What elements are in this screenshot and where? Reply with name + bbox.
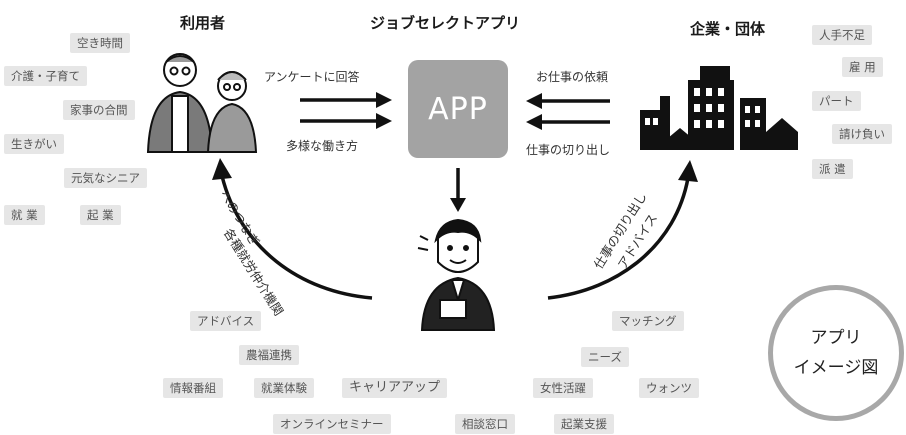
flow-label-survey: アンケートに回答 (264, 70, 360, 84)
bottom-tag-consult-window: 相談窓口 (455, 414, 515, 434)
bottom-tag-wants: ウォンツ (639, 378, 699, 398)
bottom-tag-info-program: 情報番組 (163, 378, 223, 398)
company-buildings-illustration (640, 66, 798, 150)
flow-label-diverse-work: 多様な働き方 (286, 139, 359, 153)
app-image-badge: アプリ イメージ図 (768, 285, 904, 421)
user-tag-free-time: 空き時間 (70, 33, 130, 53)
companies-heading: 企業・団体 (690, 20, 766, 38)
app-box-label: APP (428, 91, 488, 127)
app-to-advisor-arrow (450, 168, 466, 212)
bottom-tag-work-experience: 就業体験 (254, 378, 314, 398)
bottom-tag-advice: アドバイス (190, 311, 262, 331)
bottom-tag-startup-support: 起業支援 (554, 414, 614, 434)
user-tag-care-childcare: 介護・子育て (4, 66, 87, 86)
elderly-couple-illustration (146, 53, 258, 153)
app-heading: ジョブセレクトアプリ (370, 14, 521, 32)
advisor-illustration (417, 218, 496, 331)
company-tag-contract: 請け負い (832, 124, 892, 144)
right-curve-arrow (547, 160, 698, 300)
badge-line2: イメージ図 (793, 358, 879, 378)
flow-label-job-request: お仕事の依頼 (536, 70, 609, 84)
app-box: APP (408, 60, 508, 158)
bottom-tag-online-seminar: オンラインセミナー (273, 414, 391, 434)
flow-label-job-carve-out: 仕事の切り出し (526, 143, 611, 157)
bottom-tag-career-up: キャリアアップ (342, 378, 448, 398)
user-tag-startup: 起 業 (80, 205, 121, 225)
user-tag-housework: 家事の合間 (63, 100, 135, 120)
company-tag-dispatch: 派 遣 (812, 159, 853, 179)
bottom-tag-agri-welfare: 農福連携 (239, 345, 299, 365)
user-tag-active-senior: 元気なシニア (64, 168, 147, 188)
user-tag-employment: 就 業 (4, 205, 45, 225)
bottom-tag-needs: ニーズ (581, 347, 629, 367)
left-curve-arrow (212, 158, 373, 300)
companies-to-app-arrows (526, 93, 610, 130)
users-heading: 利用者 (180, 14, 226, 32)
badge-line1: アプリ (810, 328, 862, 348)
bottom-tag-matching: マッチング (612, 311, 684, 331)
company-tag-labor-shortage: 人手不足 (812, 25, 872, 45)
bottom-tag-women-active: 女性活躍 (533, 378, 593, 398)
company-tag-part-time: パート (812, 91, 861, 111)
user-tag-purpose: 生きがい (4, 134, 64, 154)
users-to-app-arrows (300, 92, 392, 129)
company-tag-hiring: 雇 用 (842, 57, 883, 77)
